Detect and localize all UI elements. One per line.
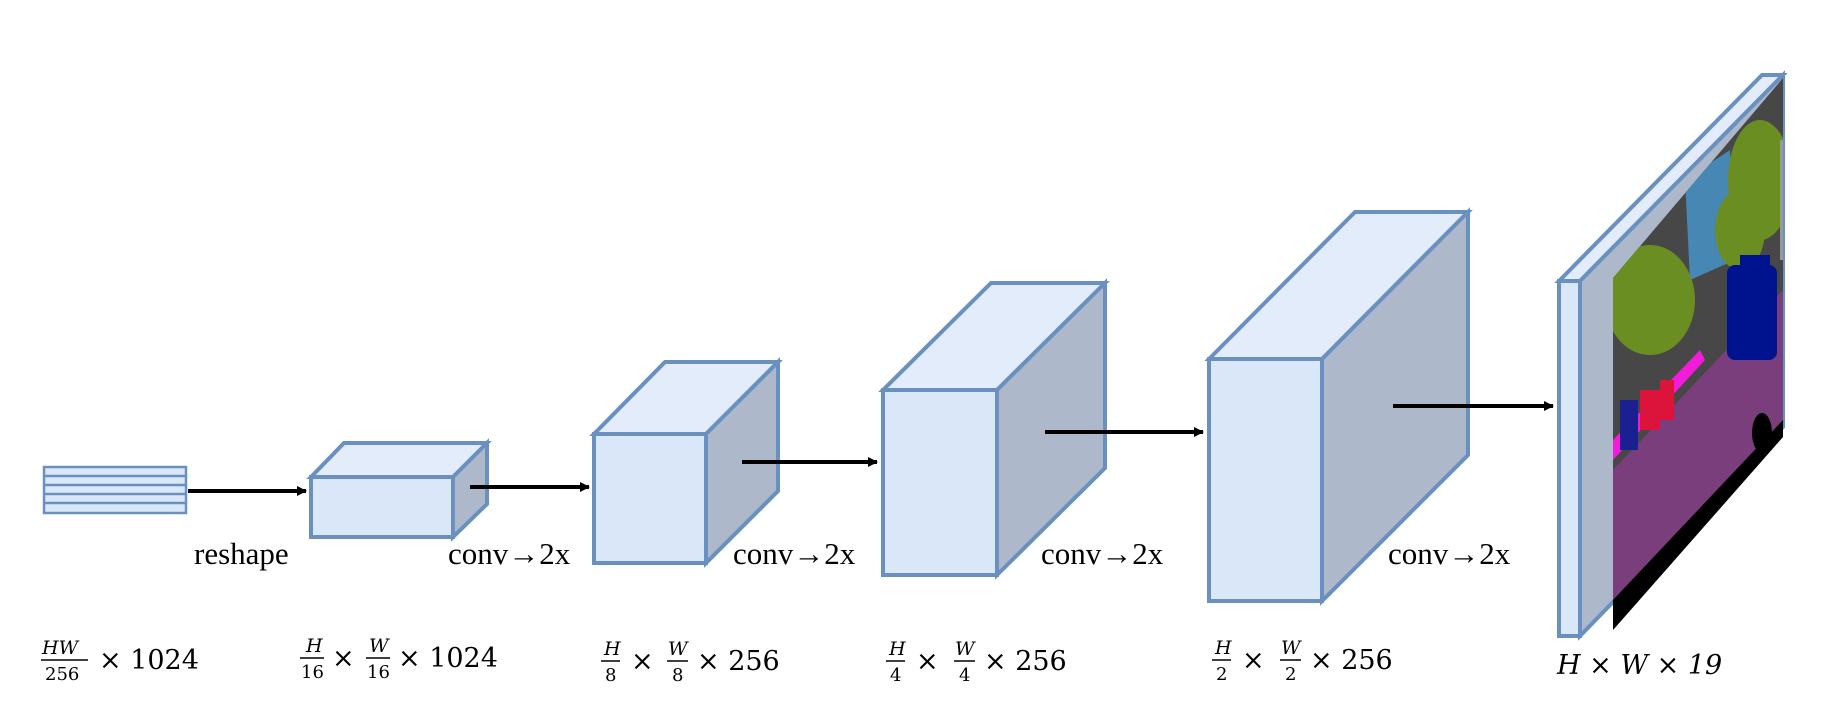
- svg-text:× 1024: × 1024: [398, 643, 498, 674]
- feature-block-h8: [589, 357, 783, 568]
- svg-text:× 256: × 256: [697, 646, 780, 677]
- svg-text:HW: HW: [41, 637, 80, 659]
- shape-label-stage-4: H 2 × W 2 × 256: [1212, 637, 1393, 685]
- svg-text:256: 256: [45, 664, 79, 685]
- op-label-conv-4: conv→2x: [1388, 536, 1511, 571]
- op-label-conv-1: conv→2x: [448, 536, 571, 571]
- shape-labels: HW 256 × 1024 H 16 × W 16 × 1024 H 8 × W…: [41, 635, 1722, 686]
- svg-text:H: H: [305, 635, 323, 657]
- svg-text:×: ×: [916, 646, 939, 677]
- svg-text:W: W: [668, 638, 689, 660]
- operation-labels: reshape conv→2x conv→2x conv→2x conv→2x: [194, 536, 1511, 571]
- svg-text:2: 2: [1285, 664, 1296, 685]
- svg-text:×: ×: [631, 646, 654, 677]
- op-label-reshape: reshape: [194, 536, 289, 571]
- svg-text:× 1024: × 1024: [99, 645, 199, 676]
- shape-label-stage-2: H 8 × W 8 × 256: [601, 638, 780, 686]
- shape-label-stage-1: H 16 × W 16 × 1024: [300, 635, 498, 683]
- svg-text:4: 4: [890, 665, 901, 686]
- svg-text:8: 8: [672, 665, 683, 686]
- shape-label-stage-3: H 4 × W 4 × 256: [886, 638, 1067, 686]
- svg-text:16: 16: [301, 662, 324, 683]
- svg-text:W: W: [369, 635, 390, 657]
- svg-text:2: 2: [1216, 664, 1227, 685]
- svg-text:W: W: [955, 638, 976, 660]
- shape-label-stage-5: H × W × 19: [1556, 650, 1722, 681]
- svg-text:W: W: [1281, 637, 1302, 659]
- feature-block-h4: [878, 278, 1110, 580]
- op-label-conv-3: conv→2x: [1041, 536, 1164, 571]
- op-label-conv-2: conv→2x: [733, 536, 856, 571]
- arrows: [188, 401, 1554, 496]
- shape-label-stage-0: HW 256 × 1024: [41, 637, 199, 685]
- svg-text:8: 8: [605, 665, 616, 686]
- svg-text:×: ×: [1242, 645, 1265, 676]
- feature-block-h16: [306, 438, 492, 542]
- token-sequence-block: [42, 465, 188, 515]
- svg-text:H: H: [888, 638, 906, 660]
- svg-text:H: H: [1214, 637, 1232, 659]
- svg-text:× 256: × 256: [984, 646, 1067, 677]
- svg-text:4: 4: [959, 665, 970, 686]
- svg-text:× 256: × 256: [1310, 645, 1393, 676]
- svg-text:×: ×: [332, 643, 355, 674]
- svg-text:H: H: [603, 638, 621, 660]
- svg-text:16: 16: [367, 662, 390, 683]
